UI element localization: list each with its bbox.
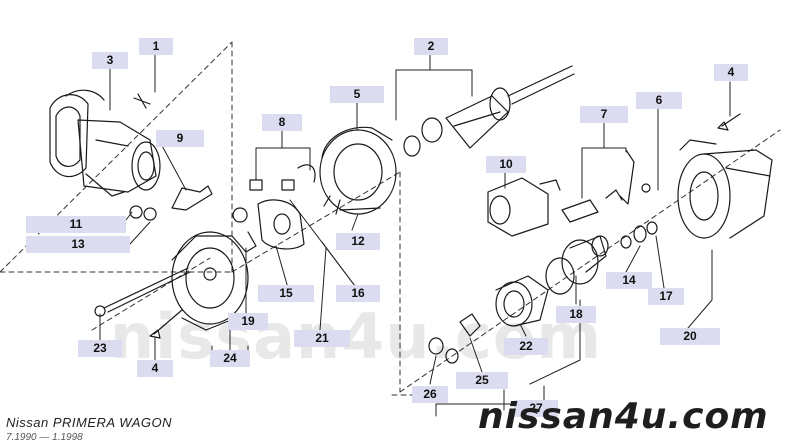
vehicle-model-label: Nissan PRIMERA WAGON [6,415,173,430]
leader-lines [99,49,731,417]
pinion-stop-clips [428,313,481,364]
yoke-assembly [319,126,397,215]
production-period-label: 7.1990 — 1.1998 [6,432,83,443]
part-callout-16[interactable]: 16 [336,285,380,302]
starter-mounted-assembly [49,89,213,221]
part-callout-4-lower[interactable]: 4 [137,360,173,377]
part-callout-23[interactable]: 23 [78,340,122,357]
part-callout-18[interactable]: 18 [556,306,596,323]
part-callout-8[interactable]: 8 [262,114,302,131]
part-callout-3[interactable]: 3 [92,52,128,69]
pinion-clutch [545,235,609,295]
gear-case [677,139,773,239]
part-callout-13[interactable]: 13 [26,236,130,253]
part-callout-24[interactable]: 24 [210,350,250,367]
part-callout-27[interactable]: 27 [514,400,558,417]
part-callout-6[interactable]: 6 [636,92,682,109]
through-bolt [94,267,191,317]
part-callout-5[interactable]: 5 [330,86,384,103]
overrunning-clutch [495,275,549,327]
watermark-text: nissan4u.com [110,300,602,373]
lower-screw [149,309,183,339]
part-callout-11[interactable]: 11 [26,216,126,233]
part-callout-20[interactable]: 20 [660,328,720,345]
solenoid-plunger [487,177,561,237]
part-callout-19[interactable]: 19 [228,313,268,330]
shift-lever [561,149,651,223]
part-callout-22[interactable]: 22 [504,338,548,355]
part-callout-17[interactable]: 17 [648,288,684,305]
part-callout-26[interactable]: 26 [412,386,448,403]
part-callout-15[interactable]: 15 [258,285,314,302]
part-callout-25[interactable]: 25 [456,372,508,389]
rear-end-frame [171,231,249,331]
part-callout-7[interactable]: 7 [580,106,628,123]
part-callout-12[interactable]: 12 [336,233,380,250]
part-callout-2[interactable]: 2 [414,38,448,55]
part-callout-14[interactable]: 14 [606,272,652,289]
part-callout-4-upper[interactable]: 4 [714,64,748,81]
assembly-guide-lines [0,41,781,396]
part-callout-21[interactable]: 21 [294,330,350,347]
brushes [249,164,316,191]
stop-washers [620,221,658,249]
part-callout-1[interactable]: 1 [139,38,173,55]
site-brand-logo: nissan4u.com [478,396,769,437]
brush-holder [232,199,305,253]
armature [403,65,575,157]
upper-screw [717,113,741,131]
part-callout-9[interactable]: 9 [156,130,204,147]
part-callout-10[interactable]: 10 [486,156,526,173]
